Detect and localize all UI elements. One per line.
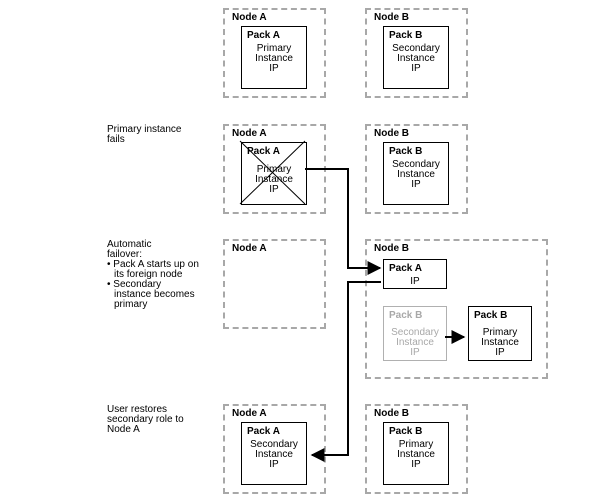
pack-content: Primary Instance IP [242,165,306,195]
node-title: Node A [232,12,267,23]
caption-line: User restores [107,404,168,415]
pack-title: Pack B [389,426,423,437]
pack-line: Secondary [392,43,440,54]
pack-title: Pack B [389,146,423,157]
row2-node-b: Node B Pack B Secondary Instance IP [365,124,468,214]
caption-line: Automatic [107,239,152,250]
pack-line: Instance [255,174,293,185]
pack-title: Pack B [474,310,508,321]
pack-b-box: Pack B Secondary Instance IP [383,142,449,205]
pack-line: Instance [397,449,435,460]
caption-bullet: Pack A starts up on [107,260,199,270]
pack-a-box: Pack A Primary Instance IP [241,26,307,89]
node-title: Node B [374,408,409,419]
pack-line: Primary [256,164,292,175]
pack-b-new-box: Pack B Primary Instance IP [468,306,532,361]
failover-arrow [305,168,382,275]
pack-line: Secondary [391,327,439,338]
pack-line: IP [411,179,421,190]
row3-node-a: Node A [223,239,326,329]
step-caption-primary-fails: Primary instance fails [107,125,181,145]
pack-content: Secondary Instance IP [384,160,448,190]
pack-line: Primary [398,439,434,450]
step-caption-automatic-failover: Automatic failover: Pack A starts up on … [107,240,199,310]
row1-node-b: Node B Pack B Secondary Instance IP [365,8,468,98]
pack-line: IP [410,276,420,287]
pack-content: Primary Instance IP [469,328,531,358]
pack-line: Instance [397,169,435,180]
failure-cross-line [239,140,306,205]
pack-content: Secondary Instance IP [384,44,448,74]
caption-line: Node A [107,424,140,435]
row2-node-a: Node A Pack A Primary Instance IP [223,124,326,214]
pack-line: IP [411,459,421,470]
pack-line: Primary [482,327,518,338]
row4-node-b: Node B Pack B Primary Instance IP [365,404,468,494]
pack-content: Secondary Instance IP [384,328,446,358]
pack-content: IP [384,277,446,287]
pack-content: Primary Instance IP [242,44,306,74]
pack-line: IP [411,63,421,74]
caption-line: Primary instance [107,124,182,135]
pack-line: IP [269,184,279,195]
pack-a-failover-box: Pack A IP [383,259,447,289]
pack-line: IP [410,347,420,358]
row1-node-a: Node A Pack A Primary Instance IP [223,8,326,98]
node-title: Node A [232,243,267,254]
node-title: Node B [374,128,409,139]
pack-title: Pack A [247,30,280,41]
step-caption-user-restores: User restores secondary role to Node A [107,405,184,435]
pack-line: Secondary [392,159,440,170]
node-title: Node B [374,12,409,23]
pack-line: Instance [481,337,519,348]
pack-a-failed-box: Pack A Primary Instance IP [241,142,307,205]
caption-line: fails [107,134,125,145]
caption-line: failover: [107,249,143,260]
caption-line: primary [114,299,148,310]
pack-a-restored-box: Pack A Secondary Instance IP [241,422,307,485]
pack-line: Instance [396,337,434,348]
pack-line: IP [495,347,505,358]
node-title: Node A [232,408,267,419]
pack-line: Primary [256,43,292,54]
pack-line: Instance [255,53,293,64]
restore-arrow [310,281,381,462]
caption-bullet: Secondary [107,280,199,290]
pack-b-box: Pack B Secondary Instance IP [383,26,449,89]
caption-line: instance becomes [114,289,195,300]
pack-title: Pack A [389,263,422,274]
caption-line: its foreign node [114,269,183,280]
caption-line: secondary role to [107,414,184,425]
pack-content: Secondary Instance IP [242,440,306,470]
pack-content: Primary Instance IP [384,440,448,470]
pack-line: Instance [397,53,435,64]
pack-b-old-box: Pack B Secondary Instance IP [383,306,447,361]
row3-node-b: Node B Pack A IP Pack B Secondary Instan… [365,239,548,379]
pack-title: Pack A [247,146,280,157]
pack-line: Instance [255,449,293,460]
pack-b-box: Pack B Primary Instance IP [383,422,449,485]
pack-title: Pack B [389,310,423,321]
pack-line: IP [269,63,279,74]
pack-title: Pack B [389,30,423,41]
node-title: Node A [232,128,267,139]
pack-title: Pack A [247,426,280,437]
node-title: Node B [374,243,409,254]
pack-line: Secondary [250,439,298,450]
pack-line: IP [269,459,279,470]
row4-node-a: Node A Pack A Secondary Instance IP [223,404,326,494]
